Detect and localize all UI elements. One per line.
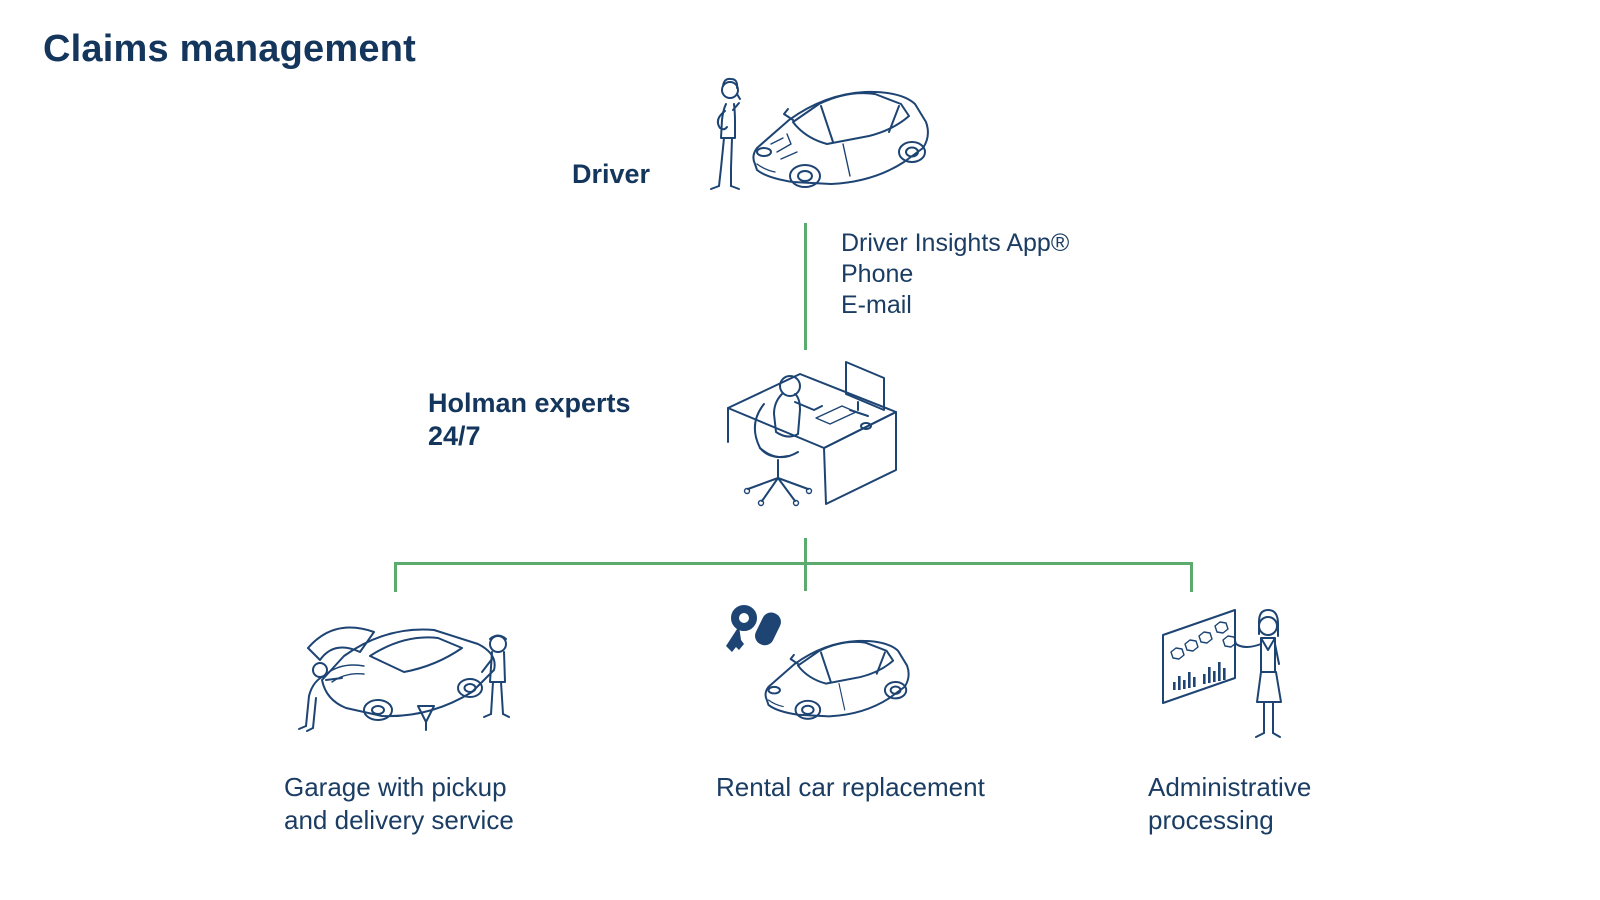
connector-driver-to-experts [804,223,807,350]
rental-car-with-key-icon [726,605,910,720]
presenter-with-chart-board-icon [1162,609,1282,738]
admin-outcome-label: Administrative processing [1148,771,1311,837]
expert-working-at-desk-icon [727,361,897,507]
experts-label-line2: 24/7 [428,421,481,451]
contact-channel-item: E-mail [841,291,912,319]
experts-label-line1: Holman experts [428,388,631,418]
contact-channel-item: Phone [841,260,914,288]
contact-channel-item: Driver Insights App® [841,229,1070,257]
mechanics-repairing-car-icon [298,626,510,732]
branch-drop-left [394,562,397,592]
page-title: Claims management [43,28,416,70]
garage-outcome-label: Garage with pickup and delivery service [284,771,514,837]
driver-calling-beside-damaged-car-icon [710,77,929,190]
contact-channel-list: Driver Insights App® Phone E-mail [841,228,1069,321]
experts-node-label: Holman experts 24/7 [428,387,631,453]
admin-label-line2: processing [1148,805,1274,835]
rental-label-line1: Rental car replacement [716,772,985,802]
admin-label-line1: Administrative [1148,772,1312,802]
driver-node-label: Driver [572,159,651,189]
garage-label-line1: Garage with pickup [284,772,507,802]
branch-horizontal-line [394,562,1193,565]
rental-outcome-label: Rental car replacement [716,771,985,804]
garage-label-line2: and delivery service [284,805,514,835]
branch-drop-right [1190,562,1193,592]
